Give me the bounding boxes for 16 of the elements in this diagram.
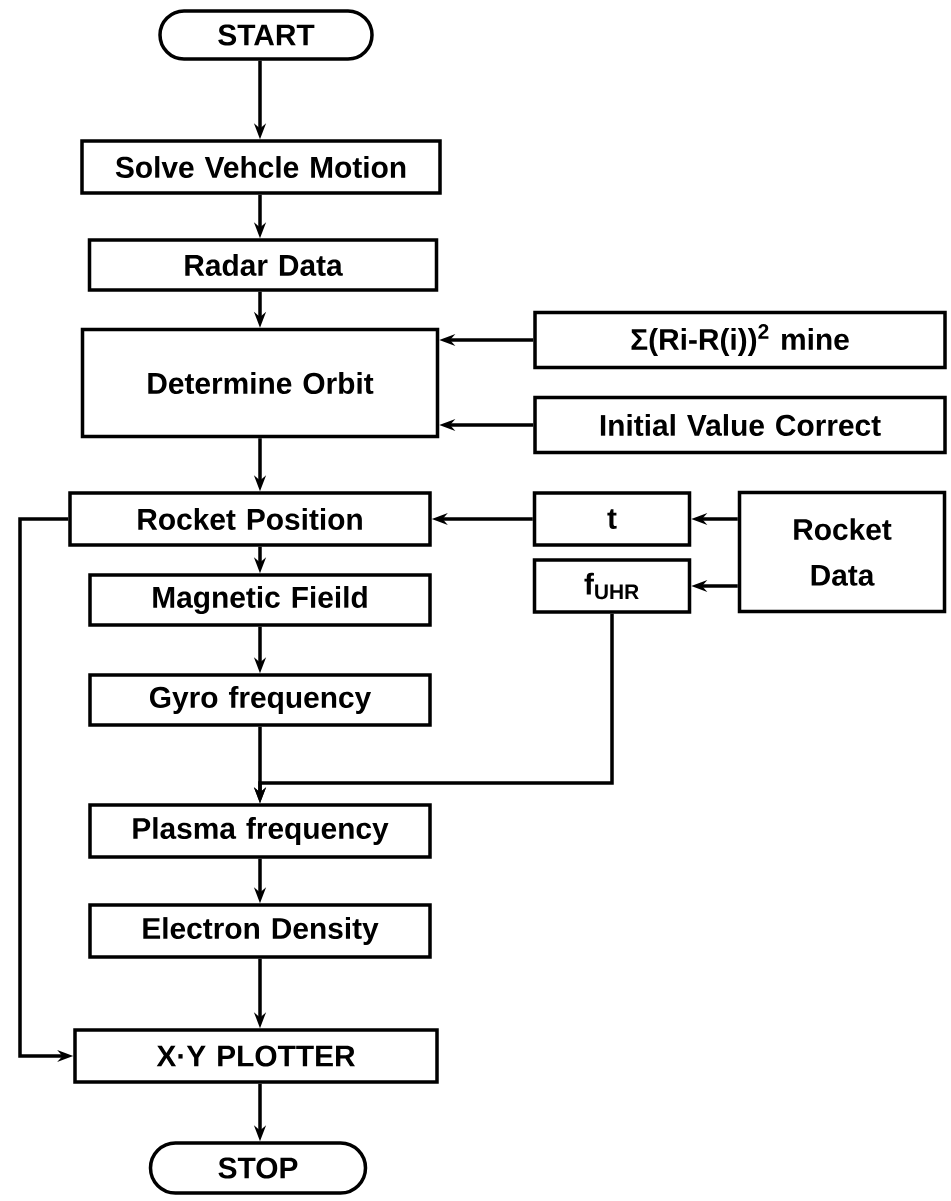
process-box: Electron Density	[88, 903, 432, 959]
process-box: X·Y PLOTTER	[73, 1028, 439, 1084]
process-box: Radar Data	[87, 238, 439, 292]
process-box: Gyro frequency	[88, 673, 432, 727]
terminal-box: STOP	[148, 1141, 368, 1195]
process-box: Solve Vehcle Motion	[80, 139, 442, 195]
process-box: Initial Value Correct	[533, 395, 947, 455]
process-box: Plasma frequency	[88, 803, 432, 859]
process-box: t	[532, 491, 692, 547]
process-box: Determine Orbit	[80, 327, 440, 439]
process-box: Magnetic Fieild	[88, 573, 432, 627]
process-box: Σ(Ri-R(i))$^{2}$ mine	[533, 310, 947, 370]
process-box: Rocket Data	[737, 490, 947, 614]
process-box: f$_{UHR}$	[532, 558, 692, 614]
process-box: Rocket Position	[68, 491, 432, 547]
terminal-box: START	[158, 9, 374, 61]
